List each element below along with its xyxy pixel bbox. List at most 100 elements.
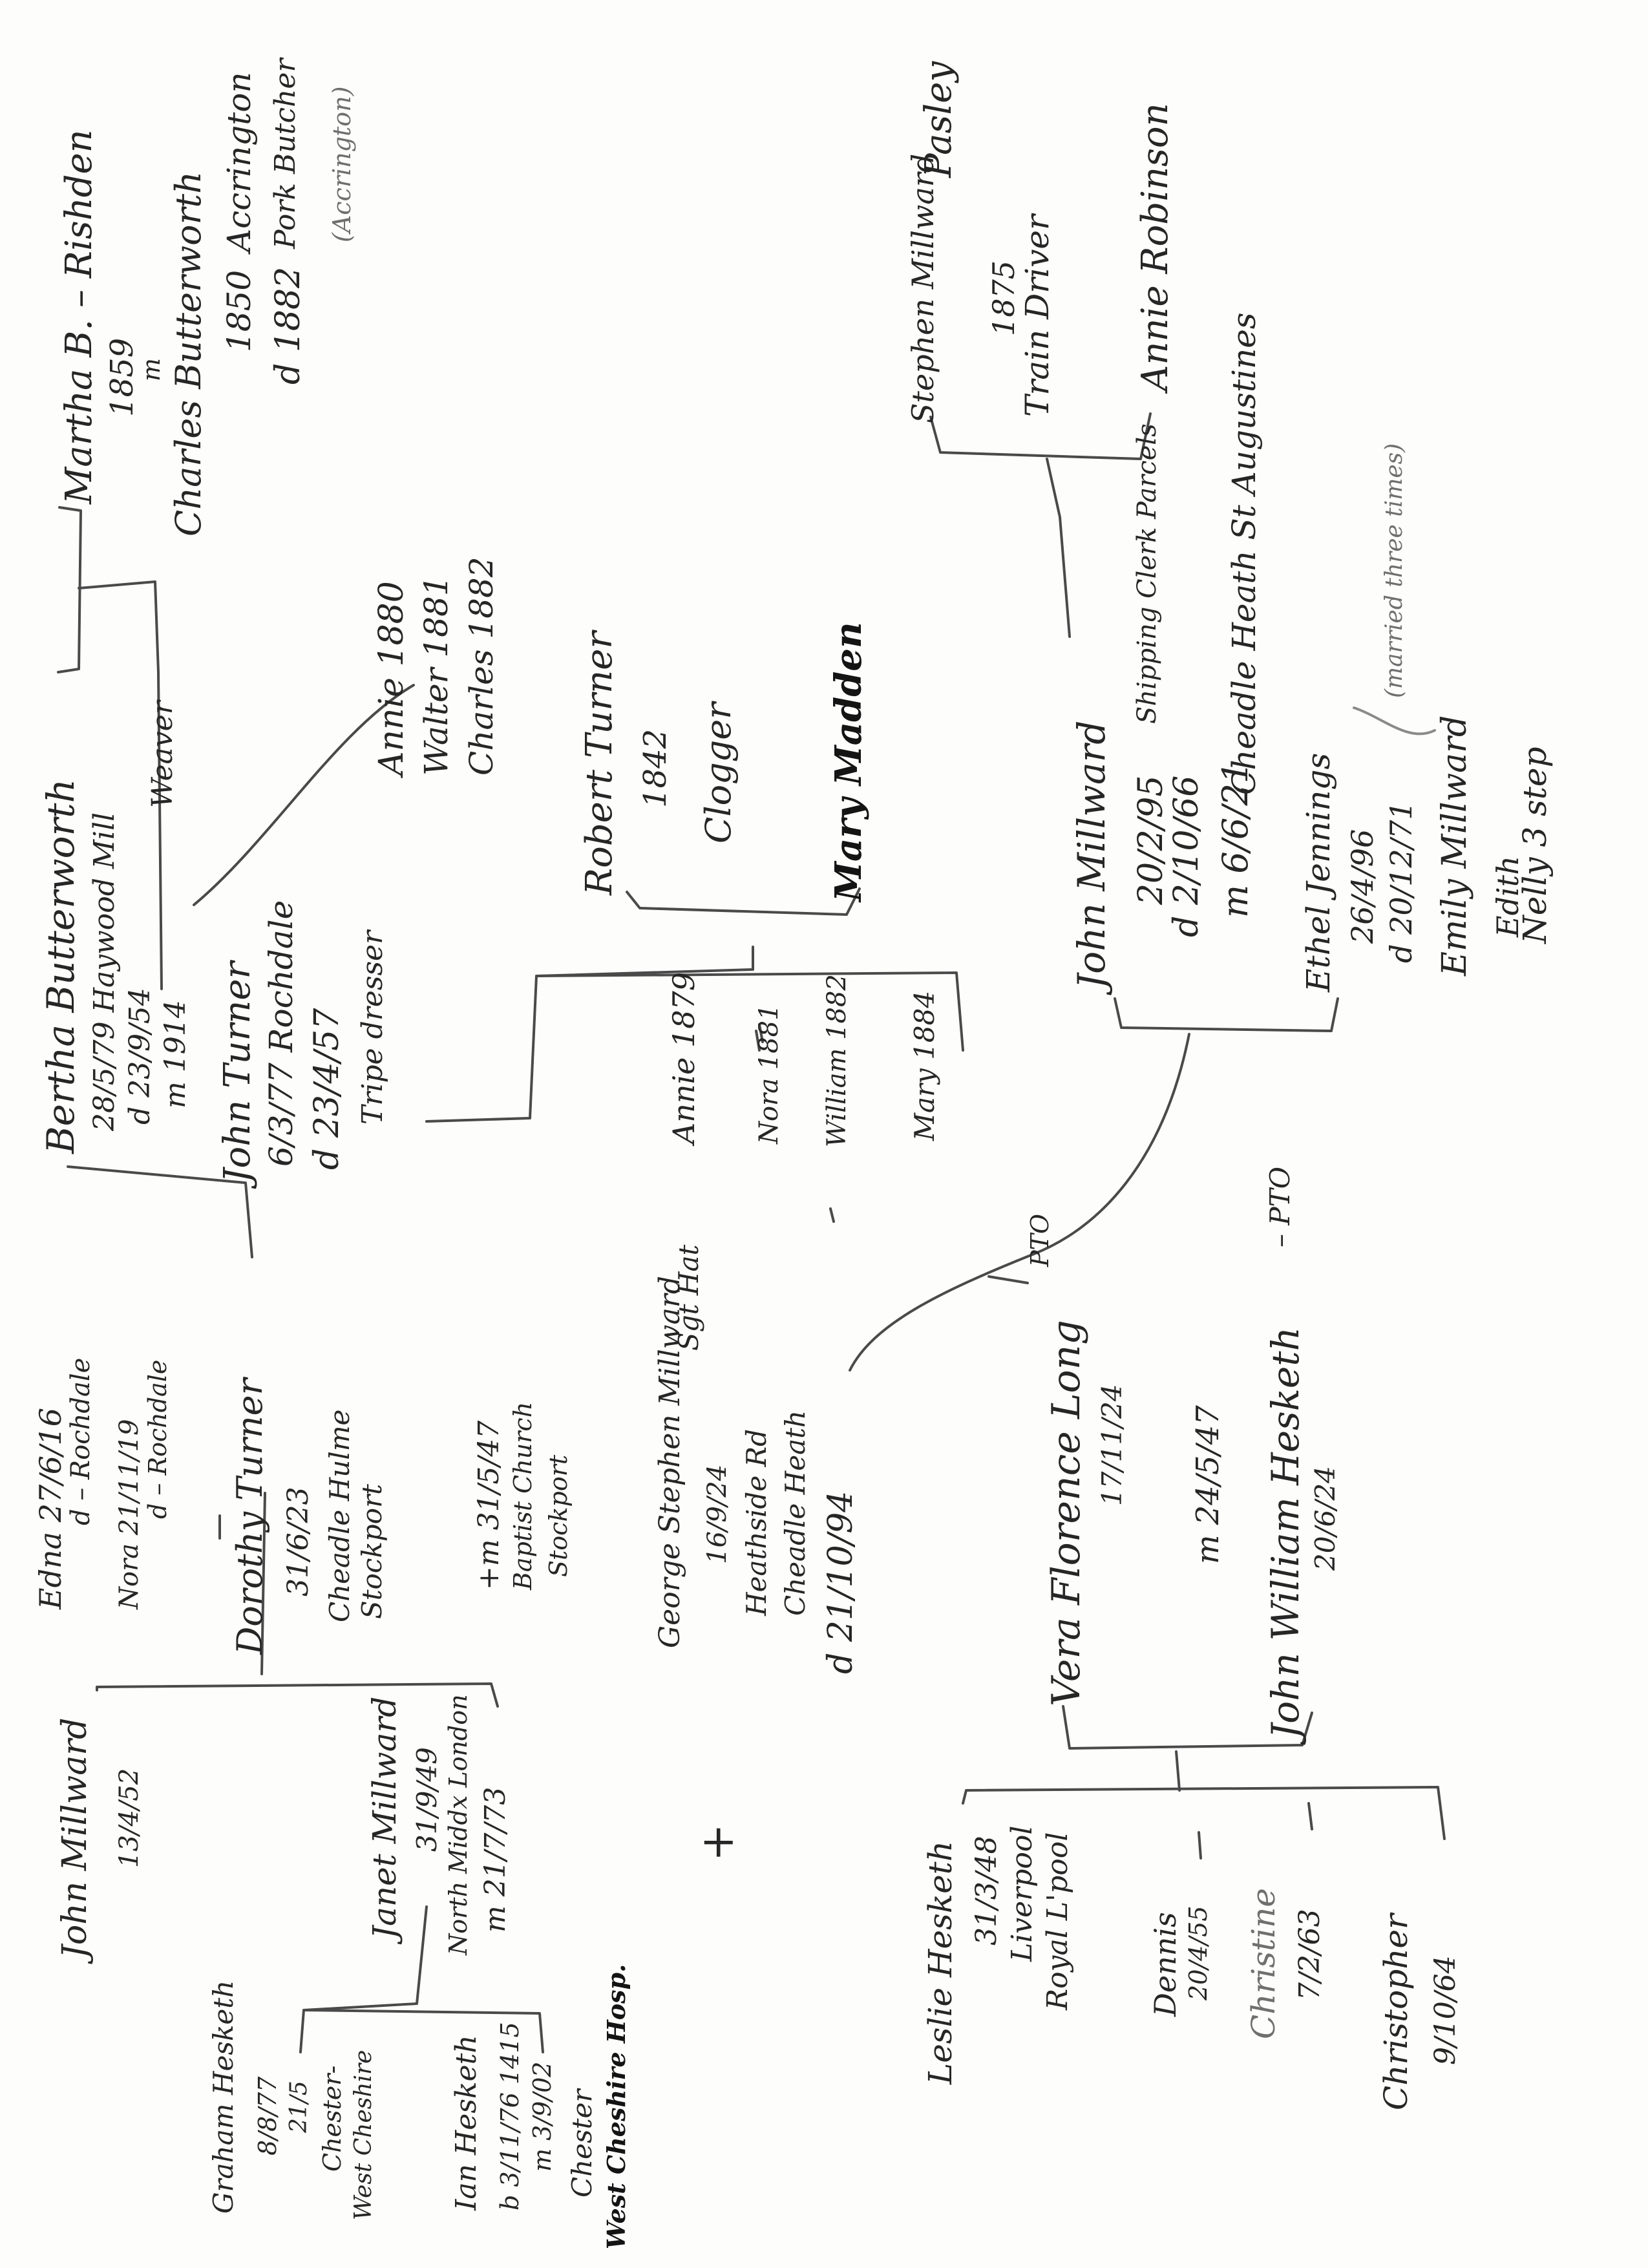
john-millward-birth: 20/2/95 bbox=[1132, 775, 1170, 905]
leslie-birth: 31/3/48 bbox=[970, 1836, 1003, 1945]
connector-bertha-john-turner bbox=[67, 1165, 253, 1258]
ethel-nelly: Nelly 3 step bbox=[1516, 747, 1554, 944]
leslie-place: Liverpool bbox=[1006, 1825, 1039, 1962]
connector-to-john-millward bbox=[1046, 458, 1071, 638]
leslie-place2: Royal L'pool bbox=[1041, 1832, 1074, 2010]
martha-m: m bbox=[137, 357, 165, 381]
connector-janet-children-2 bbox=[302, 2009, 544, 2053]
dash-george-pto bbox=[988, 1275, 1029, 1284]
connector-john-ethel bbox=[1114, 997, 1339, 1032]
ethel-note: (married three times) bbox=[1381, 443, 1408, 698]
christine-birth: 7/2/63 bbox=[1293, 1909, 1326, 2000]
charles-b-year: 1850 bbox=[220, 270, 258, 352]
dennis-name: Dennis bbox=[1148, 1912, 1183, 2017]
george-death: d 21/10/94 bbox=[821, 1490, 860, 1674]
john-millward-name: John Millward bbox=[1070, 720, 1114, 989]
connector-to-george bbox=[849, 1033, 1190, 1372]
connector-to-leslie-kids bbox=[1175, 1750, 1181, 1792]
ethel-name: Ethel Jennings bbox=[1300, 752, 1337, 992]
stephen-occupation: Train Driver bbox=[1019, 215, 1056, 417]
nora-t: Nora 1881 bbox=[754, 1004, 784, 1144]
graham-name: Graham Hesketh bbox=[207, 1980, 239, 2214]
martha-b-year: 1859 bbox=[104, 337, 140, 417]
leslie-name: Leslie Hesketh bbox=[922, 1841, 959, 2084]
ethel-death: d 20/12/71 bbox=[1384, 801, 1419, 963]
dorothy-marriage: +m 31/5/47 bbox=[472, 1420, 505, 1590]
ian-marriage: m 3/9/02 bbox=[528, 2061, 556, 2172]
george-address: Heathside Rd bbox=[741, 1428, 772, 1616]
connector-leslie-kids bbox=[962, 1786, 1446, 1840]
charles-b-child: Charles 1882 bbox=[463, 556, 500, 776]
graham-place: Chester- bbox=[318, 2065, 346, 2172]
nora: Nora 21/11/19 bbox=[114, 1419, 144, 1609]
robert-turner-occupation: Clogger bbox=[698, 702, 739, 843]
stephen-pasley: Pasley bbox=[918, 61, 960, 178]
george-birth: 16/9/24 bbox=[703, 1464, 732, 1564]
charles-b-place: Accrington bbox=[220, 72, 258, 252]
christopher-birth: 9/10/64 bbox=[1429, 1955, 1462, 2065]
dorothy-place: Cheadle Hulme bbox=[324, 1409, 355, 1622]
vera-birth: 17/11/24 bbox=[1096, 1384, 1128, 1506]
dorothy-place2: Stockport bbox=[356, 1483, 388, 1619]
dennis-birth: 20/4/55 bbox=[1184, 1905, 1212, 2001]
janet-marriage: m 21/7/73 bbox=[479, 1786, 512, 1933]
vera-name: Vera Florence Long bbox=[1044, 1320, 1089, 1706]
graham-date2: 21/5 bbox=[286, 2081, 312, 2133]
ian-place: Chester bbox=[566, 2089, 598, 2198]
ian-place2: West Cheshire Hosp. bbox=[602, 1964, 631, 2249]
graham-birth: 8/8/77 bbox=[253, 2076, 282, 2156]
charles-b-name: Charles Butterworth bbox=[168, 171, 209, 536]
john-millward-occupation: Shipping Clerk Parcels bbox=[1132, 423, 1162, 724]
dorothy-birth: 31/6/23 bbox=[282, 1487, 315, 1596]
connector-bertha-siblings bbox=[193, 684, 415, 906]
john-m-birth: 13/4/52 bbox=[114, 1768, 144, 1868]
dorothy-church: Baptist Church bbox=[509, 1401, 537, 1590]
nora-place: d – Rochdale bbox=[143, 1359, 172, 1519]
plus-sign: + bbox=[691, 1823, 744, 1861]
dorothy-name: Dorothy Turner bbox=[229, 1378, 270, 1655]
mary-madden: Mary Madden bbox=[827, 622, 870, 902]
john-hesketh-pto: – PTO bbox=[1264, 1166, 1296, 1247]
ian-name: Ian Hesketh bbox=[450, 2035, 483, 2210]
bertha-marriage: m 1914 bbox=[159, 1000, 192, 1108]
edna-place: d – Rochdale bbox=[66, 1357, 96, 1525]
janet-place: North Middx London bbox=[444, 1694, 472, 1955]
charles-b-death: d 1882 bbox=[269, 266, 308, 385]
connector-dorothy-children bbox=[96, 1682, 499, 1708]
john-millward-death: d 2/10/66 bbox=[1167, 775, 1206, 937]
mary-t: Mary 1884 bbox=[909, 990, 940, 1141]
george-pto: PTO bbox=[1026, 1213, 1054, 1267]
janet-name: Janet Millward bbox=[366, 1696, 403, 1939]
robert-turner-name: Robert Turner bbox=[578, 631, 620, 895]
note-bracket bbox=[1353, 706, 1436, 736]
graham-place2: West Cheshire bbox=[350, 2050, 377, 2220]
george-place: Cheadle Heath bbox=[779, 1410, 811, 1616]
john-hesketh-name: John William Hesketh bbox=[1263, 1327, 1307, 1739]
connector-robert-mary bbox=[626, 887, 861, 916]
tick-dennis bbox=[1198, 1831, 1202, 1860]
dash-william bbox=[758, 1023, 764, 1043]
charles-b-place2: (Accrington) bbox=[328, 86, 356, 242]
connector-martha-charles bbox=[57, 506, 82, 673]
bertha-name: Bertha Butterworth bbox=[39, 779, 83, 1154]
connector-turner-kids bbox=[535, 971, 964, 1052]
john-turner-name: John Turner bbox=[217, 961, 259, 1183]
bertha-death: d 23/9/54 bbox=[123, 988, 156, 1125]
janet-birth: 31/9/49 bbox=[411, 1747, 443, 1852]
stephen-year: 1875 bbox=[986, 260, 1021, 336]
connector-to-bertha bbox=[78, 580, 163, 990]
connector-to-dorothy bbox=[260, 1492, 266, 1675]
martha-b-name: Martha B. – Rishden bbox=[58, 129, 100, 504]
ethel-birth: 26/4/96 bbox=[1345, 829, 1380, 944]
ethel-emily: Emily Millward bbox=[1435, 715, 1474, 976]
dorothy-church-place: Stockport bbox=[544, 1454, 573, 1577]
connector-stephen-annie bbox=[929, 412, 1152, 460]
robert-turner-year: 1842 bbox=[637, 728, 673, 808]
vera-marriage: m 24/5/47 bbox=[1190, 1405, 1226, 1564]
john-turner-birth: 6/3/77 Rochdale bbox=[262, 900, 300, 1167]
connector-janet-children bbox=[299, 1905, 428, 2053]
tick-nora bbox=[755, 1030, 761, 1052]
john-m-name: John Millward bbox=[56, 1717, 94, 1958]
george-rank: Sgt Hat bbox=[673, 1244, 704, 1351]
john-millward-church: Cheadle Heath St Augustines bbox=[1225, 312, 1263, 795]
